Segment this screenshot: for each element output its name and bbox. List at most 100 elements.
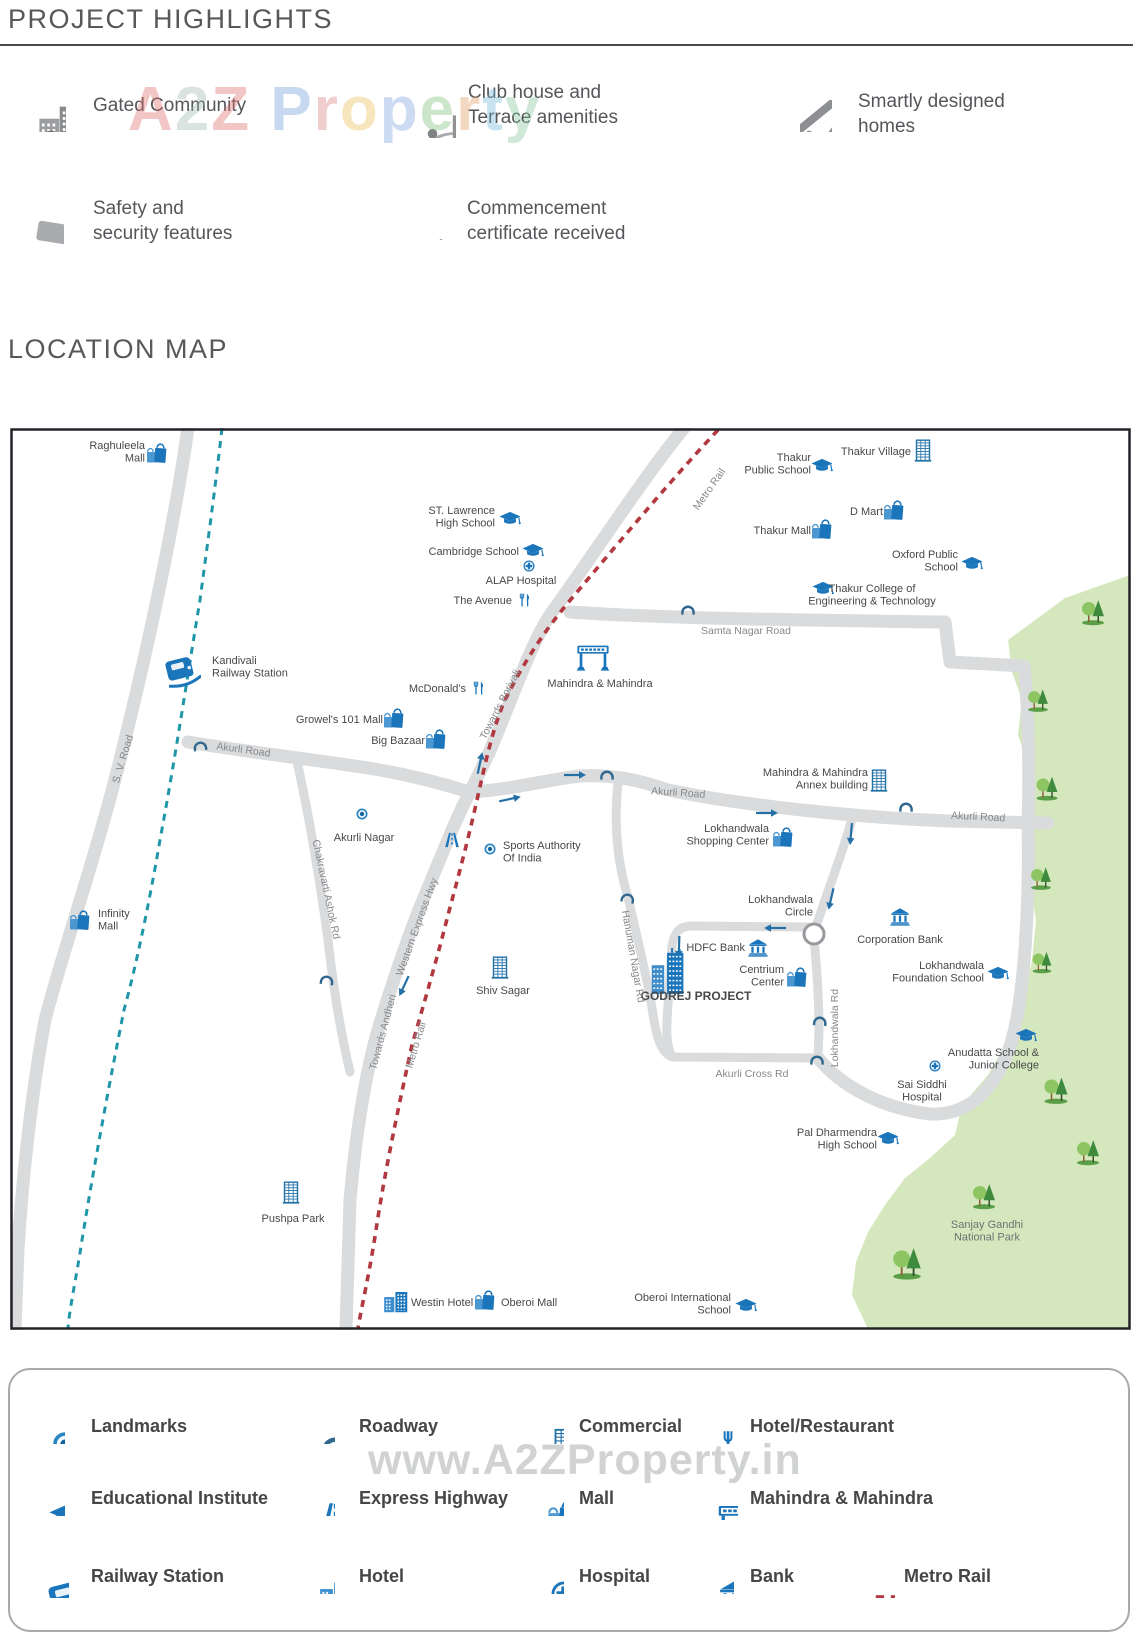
map-label: Akurli Nagar — [334, 832, 395, 844]
brand-letter: r — [456, 75, 483, 144]
map-label: Westin Hotel — [411, 1297, 473, 1309]
legend-train-icon — [27, 1556, 69, 1598]
direction-arrow-icon — [476, 752, 485, 774]
home-icon — [768, 68, 832, 132]
hospital-icon — [929, 1060, 941, 1072]
road — [8, 421, 195, 1336]
map-label: Corporation Bank — [857, 934, 943, 946]
legend-hwy-icon — [301, 1482, 335, 1516]
target-icon — [484, 843, 496, 855]
brand-watermark: A2Z Property — [128, 74, 541, 145]
map-label: Oberoi Mall — [501, 1297, 557, 1309]
legend-mall-icon — [530, 1482, 564, 1516]
legend-label: Railway Station — [91, 1566, 225, 1586]
road-label: Akurli Road — [951, 810, 1006, 825]
map-label: ALAP Hospital — [486, 575, 557, 587]
legend-label: Metro Rail — [904, 1566, 992, 1586]
cctv-icon — [2, 182, 64, 244]
brand-letter: r — [313, 75, 340, 144]
railway-line — [66, 427, 224, 1329]
lokhandwala-circle-icon — [802, 922, 826, 946]
direction-arrow-icon — [564, 771, 586, 779]
direction-arrow-icon — [499, 794, 521, 803]
brand-letter: A — [128, 75, 175, 144]
brand-letter: t — [482, 75, 505, 144]
cert-icon — [388, 186, 442, 240]
legend-target-icon — [31, 1410, 65, 1444]
highlight-label: Gated Community — [93, 95, 247, 116]
location-map-title: LOCATION MAP — [8, 334, 229, 364]
road — [810, 814, 857, 935]
legend-label: Commercial — [579, 1416, 683, 1436]
map-label: HDFC Bank — [686, 942, 745, 954]
hospital-icon — [523, 560, 535, 572]
brand-letter: p — [379, 75, 420, 144]
metro-rail-line — [356, 428, 720, 1329]
map-label: Thakur Mall — [754, 525, 811, 537]
national-park-area — [852, 575, 1130, 1329]
map-label: McDonald's — [409, 683, 467, 695]
brand-letter: 2 — [174, 75, 212, 144]
brand-letter: P — [270, 75, 314, 144]
map-label: Pushpa Park — [262, 1213, 325, 1225]
direction-arrow-icon — [398, 975, 410, 996]
road — [181, 735, 1055, 830]
title-underline — [0, 44, 1133, 46]
road — [611, 777, 823, 1063]
map-label: GODREJ PROJECT — [641, 989, 752, 1003]
legend-label: Roadway — [359, 1416, 439, 1436]
brand-letter — [251, 75, 270, 144]
direction-arrow-icon — [764, 924, 786, 932]
map-label: Thakur Village — [841, 446, 911, 458]
road — [811, 816, 1035, 1121]
legend-label: Educational Institute — [91, 1488, 269, 1508]
legend-hotel-icon — [301, 1560, 335, 1594]
legend-restaurant-icon — [700, 1410, 734, 1444]
legend-label: Landmarks — [91, 1416, 188, 1436]
brand-letter: e — [419, 75, 457, 144]
map-label: Samta Nagar Road — [701, 625, 791, 637]
map-label: Shiv Sagar — [476, 985, 530, 997]
commercial-icon — [490, 956, 510, 979]
map-label: Akurli Cross Rd — [716, 1068, 789, 1080]
site-watermark: www.A2ZProperty.in — [368, 1436, 802, 1484]
road — [662, 921, 813, 1062]
commercial-icon — [281, 1181, 301, 1204]
map-label: Big Bazaar — [371, 735, 425, 747]
legend-label: Hotel — [359, 1566, 404, 1586]
legend-edu-icon — [31, 1482, 65, 1516]
map-label: Cambridge School — [429, 546, 520, 558]
direction-arrow-icon — [846, 822, 855, 845]
brand-letter: Z — [211, 75, 252, 144]
commercial-icon — [913, 439, 933, 462]
brand-letter: o — [339, 75, 380, 144]
map-label: Mahindra & Mahindra — [547, 678, 653, 690]
legend-arch-icon — [301, 1410, 335, 1444]
brand-letter: y — [504, 75, 542, 144]
target-icon — [356, 808, 368, 820]
road — [809, 933, 824, 1063]
commercial-icon — [869, 769, 889, 792]
road-label: Akurli Road — [651, 785, 706, 801]
legend-commercial-icon — [530, 1410, 564, 1444]
legend-label: Mall — [579, 1488, 615, 1508]
